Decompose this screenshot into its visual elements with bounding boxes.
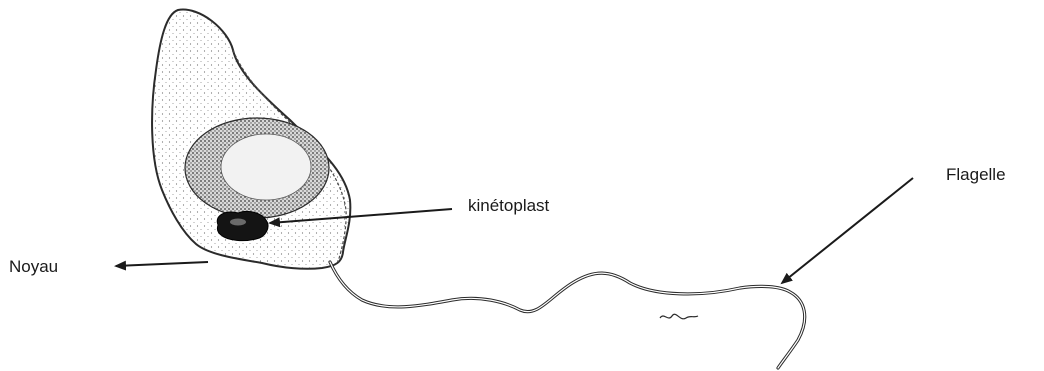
label-flagelle: Flagelle (946, 166, 1006, 183)
kinetoplast-highlight (230, 219, 246, 226)
nucleus-interior (221, 134, 311, 200)
artist-signature (660, 314, 698, 319)
label-kinetoplast: kinétoplast (468, 197, 549, 214)
label-noyau: Noyau (9, 258, 58, 275)
kinetoplast-body (217, 211, 268, 240)
flagellum (330, 262, 805, 368)
arrow-noyau (116, 262, 208, 266)
arrow-flagelle (782, 178, 913, 283)
flagellum-inner (330, 262, 805, 368)
